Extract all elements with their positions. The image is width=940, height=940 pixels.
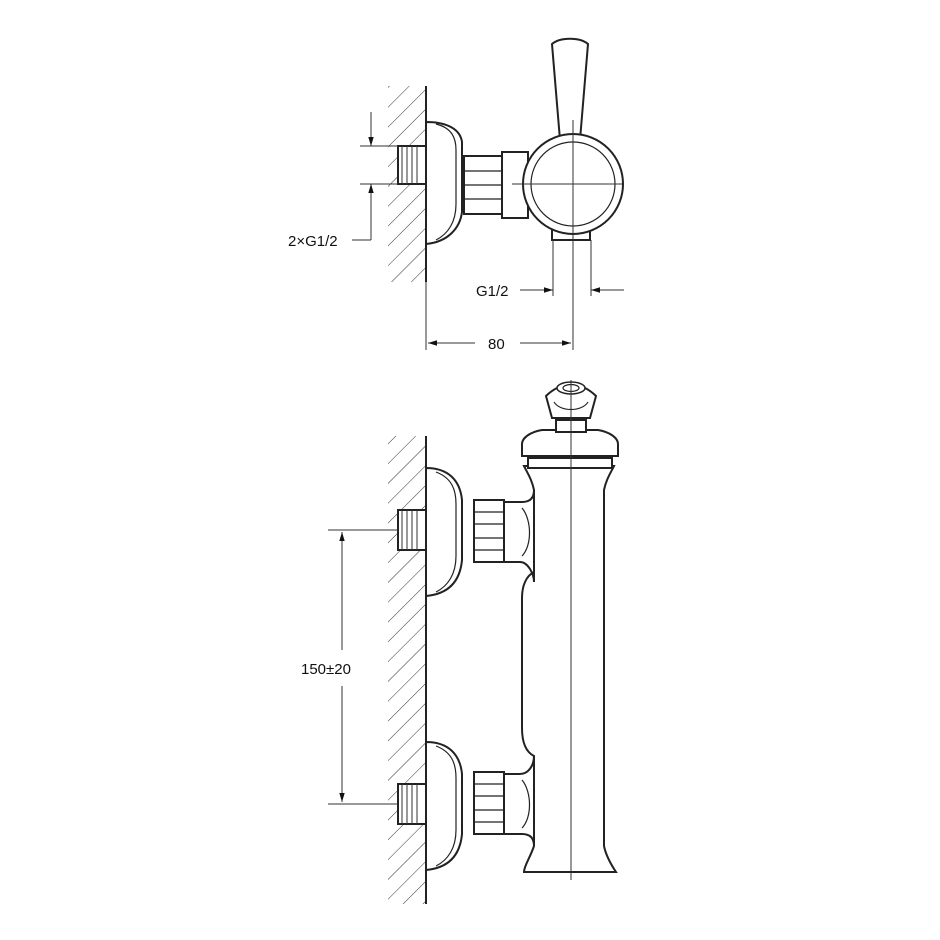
outlet-thread-label: G1/2 xyxy=(476,283,509,300)
spacing-label: 150±20 xyxy=(301,661,351,678)
upper-nut xyxy=(473,499,505,563)
inlet-thread-label: 2×G1/2 xyxy=(288,233,338,250)
escutcheon-top xyxy=(425,120,463,246)
upper-elbow xyxy=(503,489,535,583)
front-view: 150±20 xyxy=(301,380,619,904)
top-view: 2×G1/2 G1/2 80 xyxy=(288,37,624,353)
mixer-body xyxy=(521,465,618,873)
upper-escutcheon xyxy=(425,466,463,598)
lower-nut xyxy=(473,771,505,835)
lower-escutcheon xyxy=(425,740,463,872)
top-cap xyxy=(521,429,619,457)
depth-label: 80 xyxy=(488,336,505,353)
lever-handle[interactable] xyxy=(550,37,590,141)
body-collar xyxy=(527,457,613,469)
wall-hatch-front xyxy=(388,436,426,904)
